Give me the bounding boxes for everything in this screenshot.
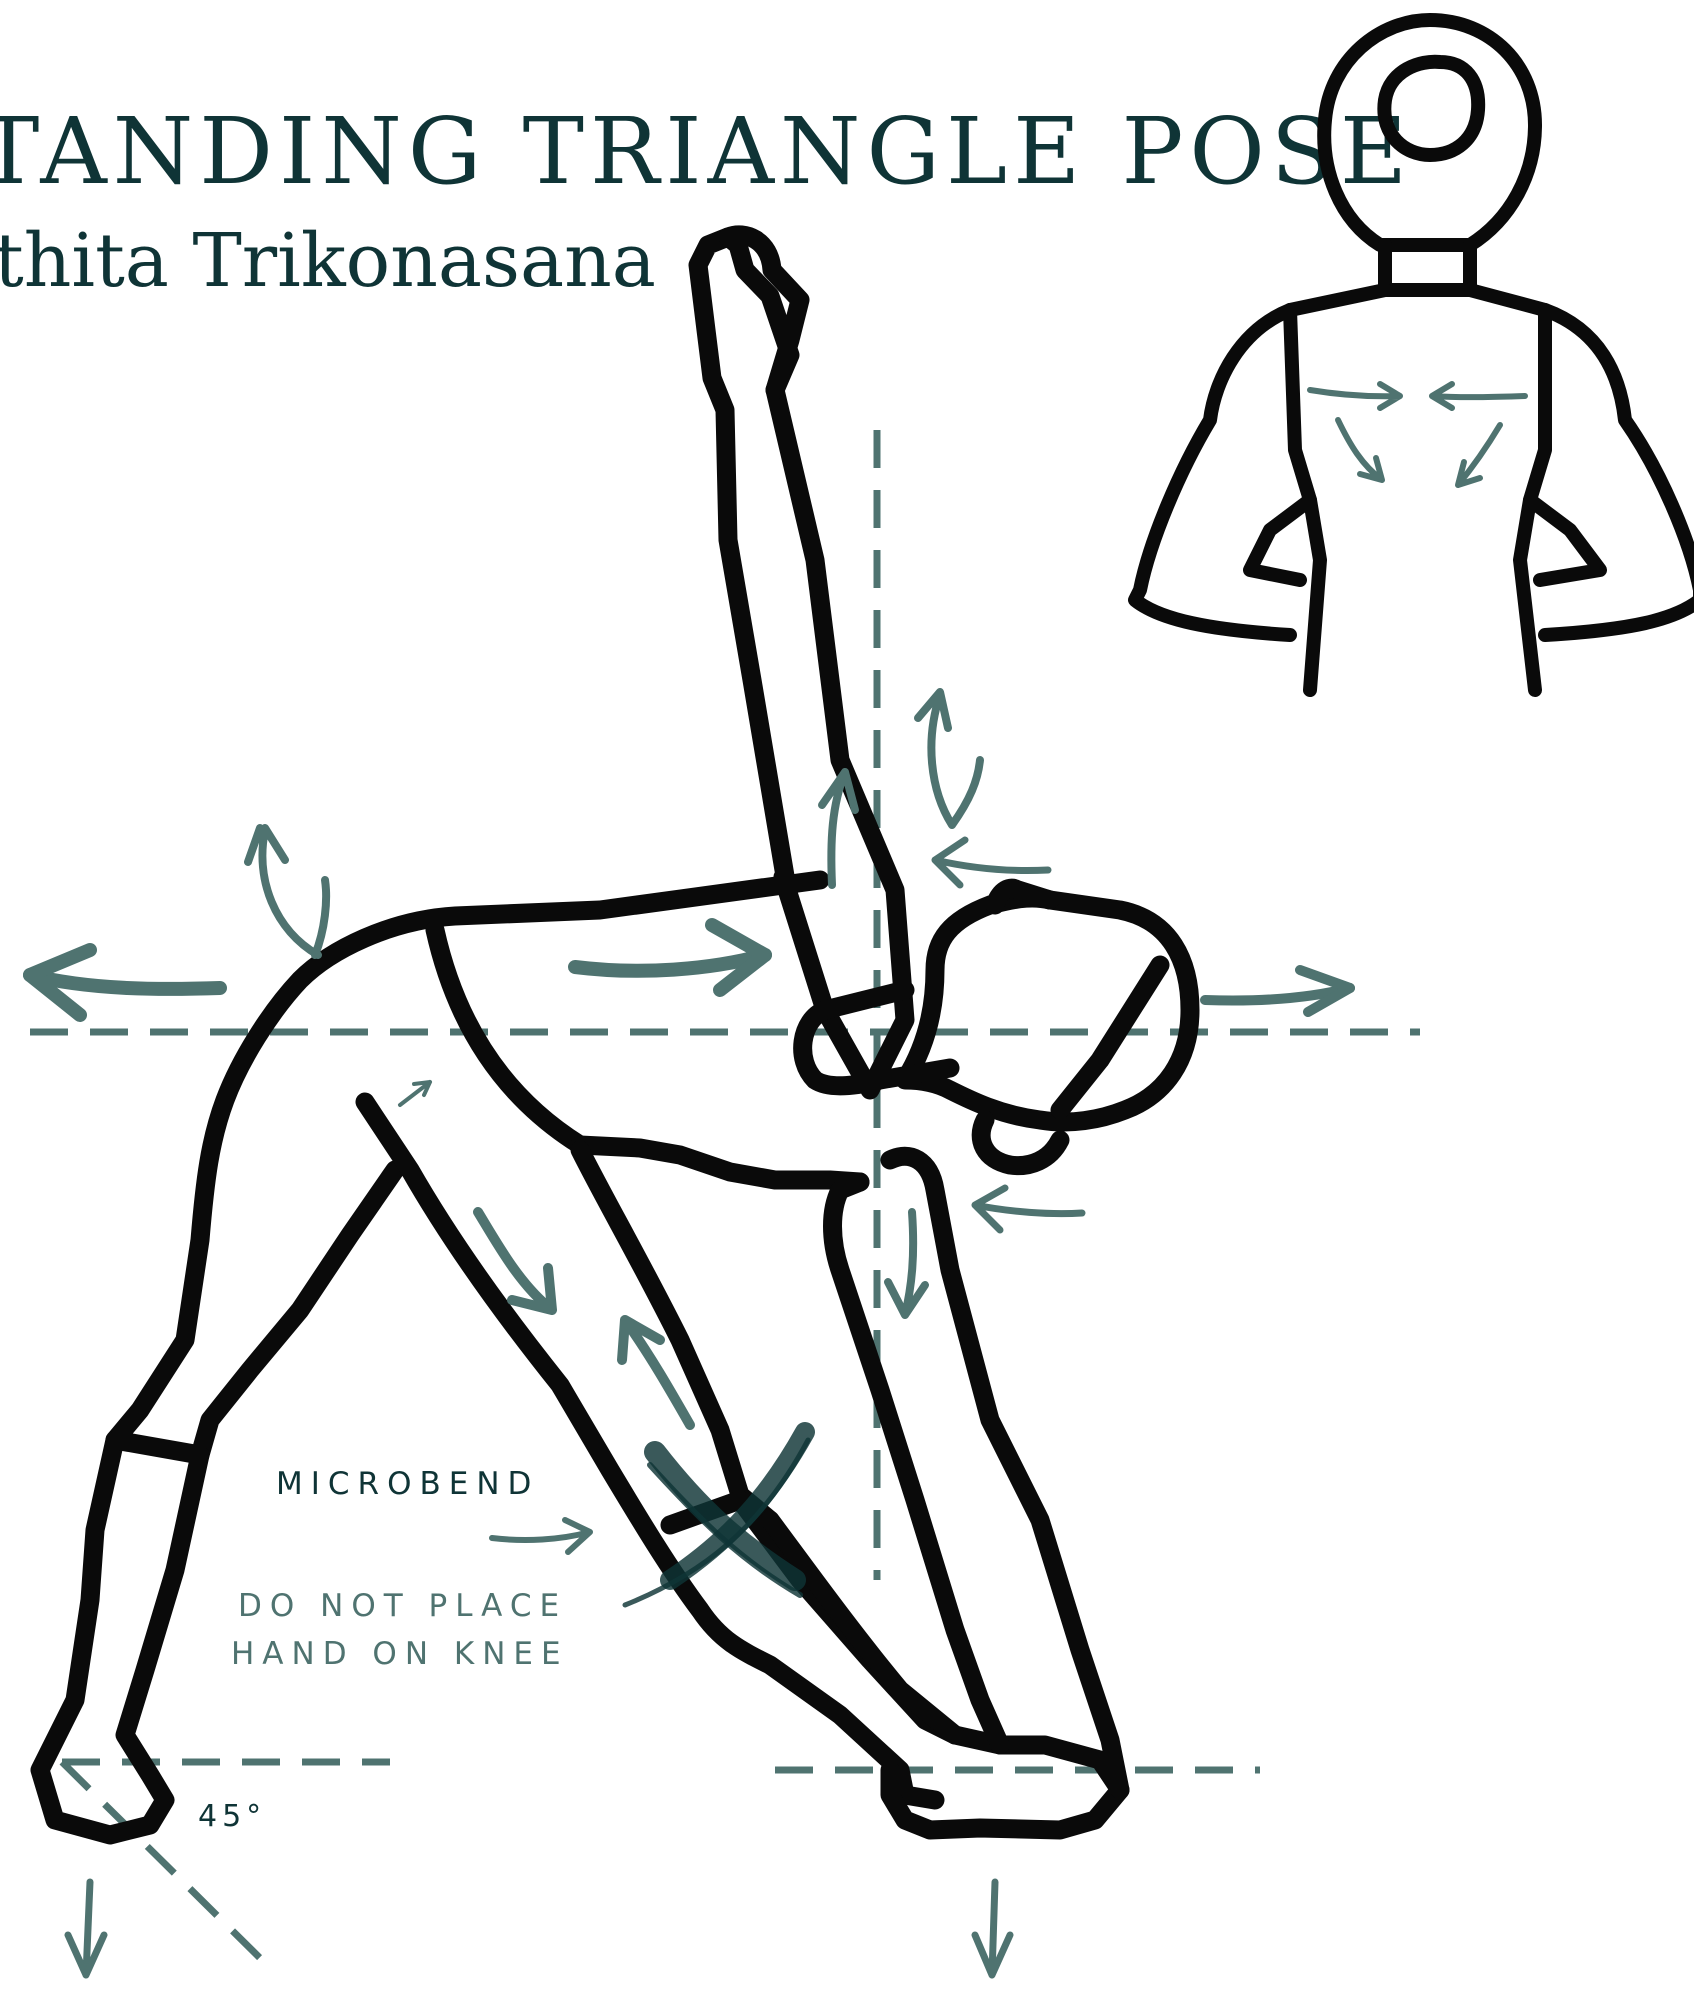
back-knee-band (115, 1440, 200, 1455)
shoulder-press-arrow (935, 840, 1048, 885)
front-leg-outer (580, 1145, 860, 1182)
lower-arm (833, 1182, 1001, 1745)
front-foot-down-arrow (975, 1882, 1010, 1975)
do-not-place-label-line1: DO NOT PLACE (238, 1588, 567, 1624)
back-foot-down-arrow (68, 1882, 104, 1975)
lower-arm-back (890, 1156, 1120, 1790)
alignment-guides (30, 430, 1420, 1960)
inset-left-hand (1250, 500, 1310, 580)
hip-extend-arrow (30, 975, 220, 989)
thigh-small-arrow (400, 1082, 430, 1105)
foot-angle-label: 45° (198, 1799, 266, 1834)
inset-rib-arrow-left (1338, 420, 1382, 480)
pose-sanskrit-subtitle: thita Trikonasana (0, 218, 656, 304)
hair-part (1060, 965, 1160, 1110)
arm-reach-arrow (822, 772, 855, 885)
inset-shoulders (1135, 290, 1385, 635)
pose-title: TANDING TRIANGLE POSE (0, 98, 1413, 205)
torso-front (435, 930, 580, 1145)
inset-right-hand (1530, 500, 1600, 580)
front-arm-down-arrow (888, 1212, 925, 1315)
microbend-label: MICROBEND (276, 1466, 539, 1502)
do-not-place-label-line2: HAND ON KNEE (231, 1636, 569, 1672)
inset-shoulders-right (1470, 290, 1694, 635)
inset-chest-arrow-left (1310, 384, 1400, 408)
hip-rotation-arrow (248, 828, 326, 955)
chest-press-arrow (975, 1188, 1082, 1230)
inset-chest-arrow-right (1432, 384, 1525, 408)
head (905, 898, 1190, 1122)
inset-rib-arrow-right (1458, 425, 1500, 485)
torso-back (40, 880, 820, 1835)
shoulder-rotation-arrow (918, 692, 980, 825)
microbend-arrow (492, 1520, 590, 1552)
